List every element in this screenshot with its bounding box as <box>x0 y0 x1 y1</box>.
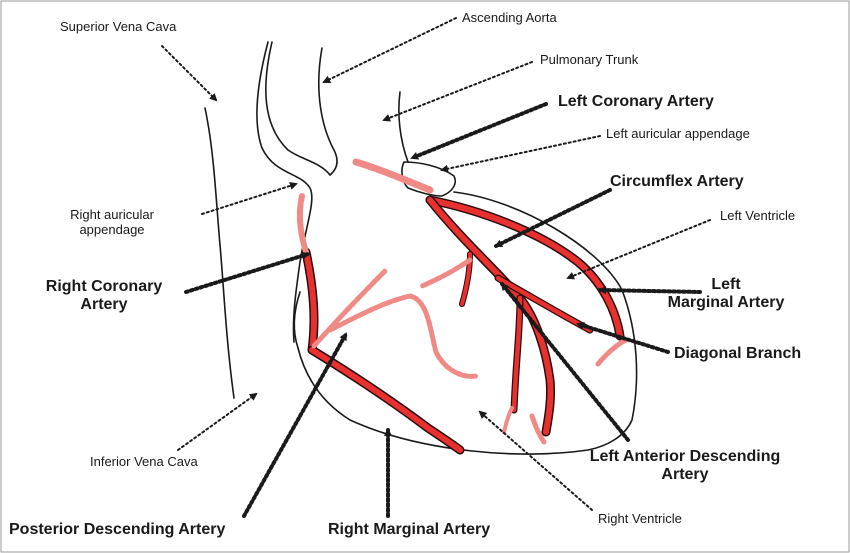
label-pulmonary-trunk: Pulmonary Trunk <box>540 52 639 67</box>
label-right-auricular-appendage-line1: Right auricular <box>70 207 154 222</box>
label-inferior-vena-cava: Inferior Vena Cava <box>90 454 198 469</box>
pale-branch-f <box>502 406 514 434</box>
ascending-aorta-right-wall <box>317 47 338 176</box>
label-ascending-aorta: Ascending Aorta <box>462 10 557 25</box>
label-left-auricular-appendage: Left auricular appendage <box>606 126 750 141</box>
ascending-aorta-left-wall <box>265 41 331 176</box>
label-posterior-descending-artery: Posterior Descending Artery <box>9 521 226 538</box>
label-left-coronary-artery: Left Coronary Artery <box>558 93 714 110</box>
pulmonary-trunk-wall <box>398 91 409 163</box>
label-right-ventricle: Right Ventricle <box>598 511 682 526</box>
right-ventricular-branch-vessel <box>327 293 479 379</box>
posterior-descending-artery-vessel <box>307 345 465 455</box>
label-left-marginal-artery-line1: Left <box>711 276 741 293</box>
arrow-circumflex-artery <box>494 188 612 248</box>
label-right-coronary-artery-line2: Artery <box>80 296 128 314</box>
label-right-coronary-artery: Right Coronary Artery <box>24 278 184 315</box>
arrow-pulmonary-trunk <box>382 61 533 122</box>
arrow-left-marginal-artery <box>598 286 702 295</box>
arrow-left-ventricle <box>566 219 711 280</box>
vena-cava-left-wall <box>204 107 235 399</box>
arrow-left-anterior-descending <box>500 282 630 442</box>
arrow-right-auricular-appendage <box>201 182 298 215</box>
arrow-ascending-aorta <box>322 17 457 83</box>
arrow-posterior-descending-artery <box>242 332 348 518</box>
label-diagonal-branch: Diagonal Branch <box>674 345 802 362</box>
label-lad-line2: Artery <box>661 466 709 484</box>
label-circumflex-artery: Circumflex Artery <box>610 173 744 190</box>
left-anterior-descending-vessel <box>425 195 555 437</box>
diagonal-branch-vessel <box>494 274 594 334</box>
label-left-anterior-descending-artery: Left Anterior Descending Artery <box>560 448 810 485</box>
vena-cava-right-wall <box>256 41 313 343</box>
label-right-auricular-appendage-line2: appendage <box>79 221 145 237</box>
arrow-left-coronary-artery <box>410 102 548 160</box>
pale-branch-d <box>595 337 629 367</box>
label-left-marginal-artery: Left Marginal Artery <box>648 276 804 313</box>
label-left-ventricle: Left Ventricle <box>720 208 796 223</box>
pale-branch-e <box>529 413 547 445</box>
branch-vessel-a <box>510 294 524 414</box>
circumflex-artery-vessel <box>425 195 625 341</box>
right-coronary-artery-vessel <box>301 247 319 355</box>
pale-branch-c <box>419 257 473 289</box>
label-right-auricular-appendage: Right auricular appendage <box>52 207 172 238</box>
arrow-right-coronary-artery <box>184 251 310 294</box>
label-right-coronary-artery-line1: Right Coronary <box>45 278 163 295</box>
right-marginal-branch-vessel <box>311 267 389 349</box>
ventricles-outline <box>297 191 638 455</box>
right-coronary-origin-vessel <box>296 193 309 255</box>
arrow-left-auricular-appendage <box>440 135 601 173</box>
arrow-diagonal-branch <box>576 321 670 354</box>
right-atrium-edge <box>293 291 301 349</box>
label-left-marginal-artery-line2: Marginal Artery <box>667 294 785 312</box>
arrow-superior-vena-cava <box>161 45 218 102</box>
label-lad-line1: Left Anterior Descending <box>589 448 781 465</box>
arrow-inferior-vena-cava <box>177 392 258 451</box>
arrow-right-ventricle <box>478 410 593 511</box>
label-superior-vena-cava: Superior Vena Cava <box>60 19 177 34</box>
left-coronary-trunk-vessel <box>352 158 434 194</box>
label-right-marginal-artery: Right Marginal Artery <box>328 521 491 538</box>
